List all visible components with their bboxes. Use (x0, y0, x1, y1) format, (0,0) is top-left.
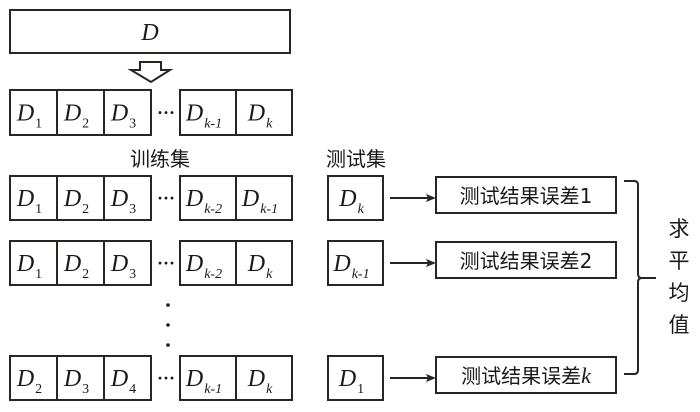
ellipsis-dot (166, 323, 170, 327)
partition-label: Dk (247, 366, 273, 397)
partition-label: D3 (110, 186, 136, 217)
train-partition: Dk-1 (179, 355, 237, 401)
training-set: D1 D2 D3 ··· Dk-2 Dk (9, 240, 293, 286)
aggregate-char: 值 (669, 313, 690, 337)
train-partition: D1 (9, 240, 58, 286)
training-set: D2 D3 D4 ··· Dk-1 Dk (9, 355, 293, 401)
partition-label: Dk (247, 251, 273, 282)
partition-label: Dk-1 (185, 366, 222, 397)
test-error-box: 测试结果误差k (435, 356, 617, 394)
train-set-header: 训练集 (130, 147, 190, 171)
partition-label: D2 (63, 186, 89, 217)
arrow-head-icon (426, 194, 436, 202)
down-arrow-icon (127, 61, 174, 84)
train-partition: Dk-1 (179, 89, 237, 136)
test-error-label: 测试结果误差2 (460, 249, 593, 273)
ellipsis-dot (166, 303, 170, 307)
partition-label: Dk-1 (332, 251, 369, 282)
partition-label: Dk-1 (185, 101, 222, 132)
train-partition: D1 (9, 89, 58, 136)
train-partition: Dk (235, 89, 293, 136)
partition-label: D1 (338, 366, 364, 397)
split-partitions: D1 D2 D3 ··· Dk-1 Dk (9, 89, 293, 136)
horizontal-ellipsis: ··· (157, 188, 175, 208)
test-set-header: 测试集 (326, 147, 386, 171)
test-error-label: 测试结果误差1 (460, 184, 593, 208)
train-partition: D2 (56, 89, 105, 136)
partition-label: Dk-1 (241, 186, 278, 217)
train-partition: D3 (103, 89, 152, 136)
horizontal-ellipsis: ··· (157, 103, 175, 123)
train-partition: D3 (56, 355, 105, 401)
train-partition: Dk (235, 240, 293, 286)
train-partition: D3 (103, 175, 152, 221)
horizontal-ellipsis: ··· (157, 368, 175, 388)
split-row: D1 D2 D3 ··· Dk-1 Dk (9, 89, 293, 136)
partition-label: D1 (16, 186, 42, 217)
arrow-head-icon (426, 374, 436, 382)
partition-label: Dk (247, 101, 273, 132)
aggregate-brace (624, 180, 656, 375)
training-set: D1 D2 D3 ··· Dk-2 Dk-1 (9, 175, 293, 221)
partition-label: Dk (338, 186, 364, 217)
partition-label: Dk-2 (185, 251, 222, 282)
test-partition: Dk (327, 175, 384, 221)
aggregate-label: 求 平 均 值 (669, 217, 690, 337)
train-partition: D4 (103, 355, 152, 401)
partition-label: D1 (16, 251, 42, 282)
aggregate-char: 平 (669, 249, 690, 273)
aggregate-char: 均 (669, 281, 690, 305)
train-partition: D3 (103, 240, 152, 286)
train-partition: D1 (9, 175, 58, 221)
dataset-label: D (140, 20, 158, 46)
train-partition: Dk-2 (179, 175, 237, 221)
partition-label: D3 (110, 101, 136, 132)
train-partition: D2 (56, 240, 105, 286)
partition-label: D4 (110, 366, 136, 397)
fold-row: D1 D2 D3 ··· Dk-2 Dk-1 Dk 测试结果误差1 (9, 175, 617, 221)
partition-label: D1 (16, 101, 42, 132)
test-partition: Dk-1 (327, 240, 384, 286)
fold-row: D1 D2 D3 ··· Dk-2 Dk Dk-1 测试结果误差2 (9, 240, 617, 286)
partition-label: D3 (110, 251, 136, 282)
ellipsis-dot (166, 343, 170, 347)
fold-row: D2 D3 D4 ··· Dk-1 Dk D1 测试结果误差k (9, 355, 617, 401)
train-partition: D2 (56, 175, 105, 221)
partition-label: D2 (16, 366, 42, 397)
test-partition: D1 (327, 355, 384, 401)
train-partition: Dk-2 (179, 240, 237, 286)
partition-label: Dk-2 (185, 186, 222, 217)
train-partition: Dk-1 (235, 175, 293, 221)
test-error-label: 测试结果误差k (461, 363, 592, 388)
arrow-head-icon (426, 259, 436, 267)
partition-label: D3 (63, 366, 89, 397)
test-error-box: 测试结果误差1 (435, 176, 617, 214)
test-error-box: 测试结果误差2 (435, 241, 617, 279)
vertical-ellipsis (166, 303, 170, 347)
train-partition: D2 (9, 355, 58, 401)
aggregate-char: 求 (669, 217, 690, 241)
train-partition: Dk (235, 355, 293, 401)
partition-label: D2 (63, 101, 89, 132)
dataset-box: D (9, 9, 291, 54)
partition-label: D2 (63, 251, 89, 282)
horizontal-ellipsis: ··· (157, 253, 175, 273)
